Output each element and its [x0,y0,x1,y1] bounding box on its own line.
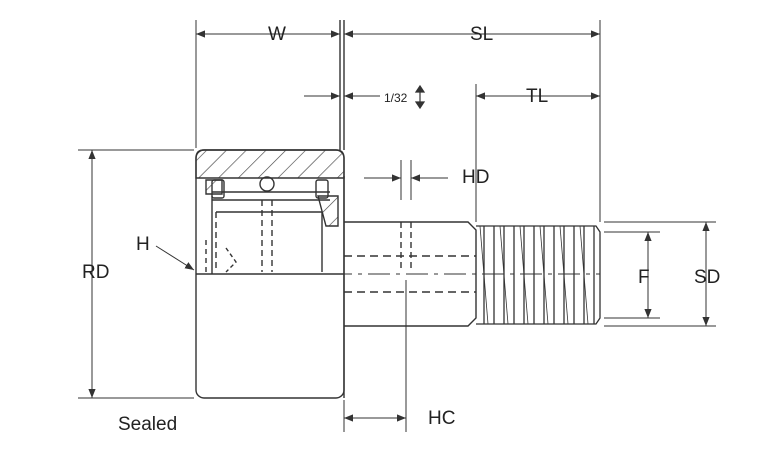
label-sd: SD [694,267,720,288]
label-hc: HC [428,408,455,429]
label-sl: SL [470,24,493,45]
roller-body [195,149,345,399]
dimension-lines [78,20,716,432]
label-f: F [638,267,650,288]
label-w: W [268,24,286,45]
label-chamfer: 1/32 [384,91,408,105]
label-rd: RD [82,262,109,283]
chamfer-double-arrow [414,84,426,110]
label-sealed: Sealed [118,414,177,435]
stud-shaft [330,20,600,398]
label-hd: HD [462,167,489,188]
label-tl: TL [526,86,548,107]
label-h: H [136,234,150,255]
threaded-section [476,225,601,325]
